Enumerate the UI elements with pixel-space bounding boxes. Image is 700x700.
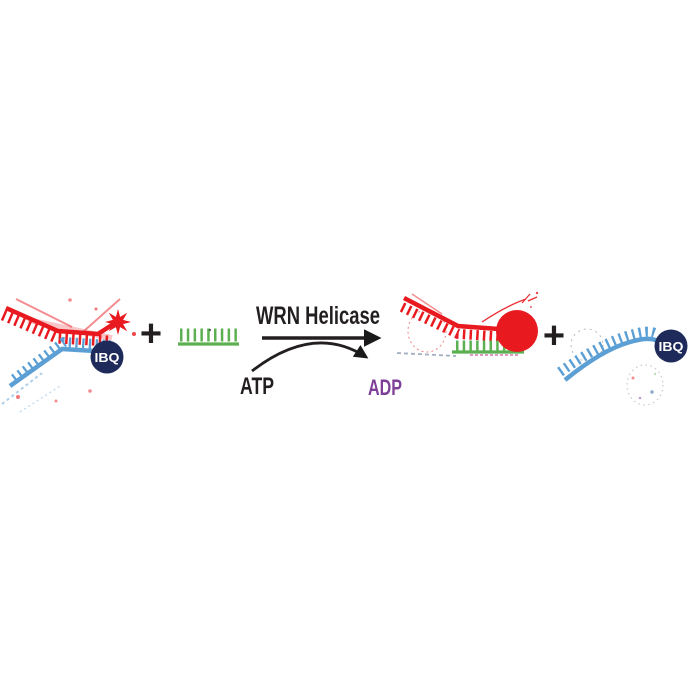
red-scribble (411, 293, 443, 315)
released-quencher-strand: IBQ (557, 326, 688, 406)
atp-label: ATP (240, 373, 274, 400)
red-speckle (535, 291, 539, 295)
red-speckle (68, 298, 72, 302)
enzyme-label: WRN Helicase (256, 302, 380, 330)
plus-sign-right: + (543, 315, 565, 357)
adp-label: ADP (368, 375, 402, 400)
purple-speckle (638, 396, 642, 400)
sketch-circle (407, 309, 447, 353)
red-scribble (83, 298, 121, 332)
red-scribble (15, 298, 73, 328)
red-speckle (94, 307, 98, 311)
quenched-fluorophore-star-icon (105, 309, 131, 335)
blue-faint-tail (1, 372, 43, 405)
blue-faint-tail (19, 385, 61, 413)
green-speckle (653, 372, 657, 376)
atp-to-adp-curved-arrow (251, 341, 369, 373)
fluorescence-spark-icon (481, 293, 538, 323)
product-fluorescent-duplex (396, 291, 539, 357)
substrate-quenched-duplex: IBQ (0, 298, 136, 413)
red-speckle (16, 395, 20, 399)
red-speckle (88, 389, 92, 393)
red-speckle (631, 376, 635, 380)
blue-speckle (650, 390, 654, 394)
red-speckle (530, 306, 532, 308)
product-red-strand-backbone (402, 296, 513, 333)
plus-sign-left: + (140, 313, 162, 355)
dark-speckle (208, 328, 212, 332)
substrate-blue-strand-teeth (11, 336, 111, 384)
product-red-strand-teeth (399, 302, 511, 342)
reaction-arrows: WRN Helicase ATP ADP (240, 302, 402, 400)
ibq-quencher-bead-icon (654, 329, 688, 363)
ibq-quencher-label: IBQ (95, 350, 120, 365)
released-blue-strand-backbone (563, 336, 660, 382)
ibq-quencher-label: IBQ (659, 339, 684, 354)
red-scribble (27, 317, 113, 341)
faint-speckle-circle (626, 364, 664, 406)
ibq-quencher-bead-icon (90, 340, 124, 374)
fluorophore-glow-icon (496, 310, 538, 352)
red-speckle (54, 399, 58, 403)
capture-strand (178, 328, 239, 346)
faint-dashed-line (396, 352, 457, 357)
red-speckle (132, 332, 136, 336)
substrate-red-strand-backbone (5, 305, 120, 337)
